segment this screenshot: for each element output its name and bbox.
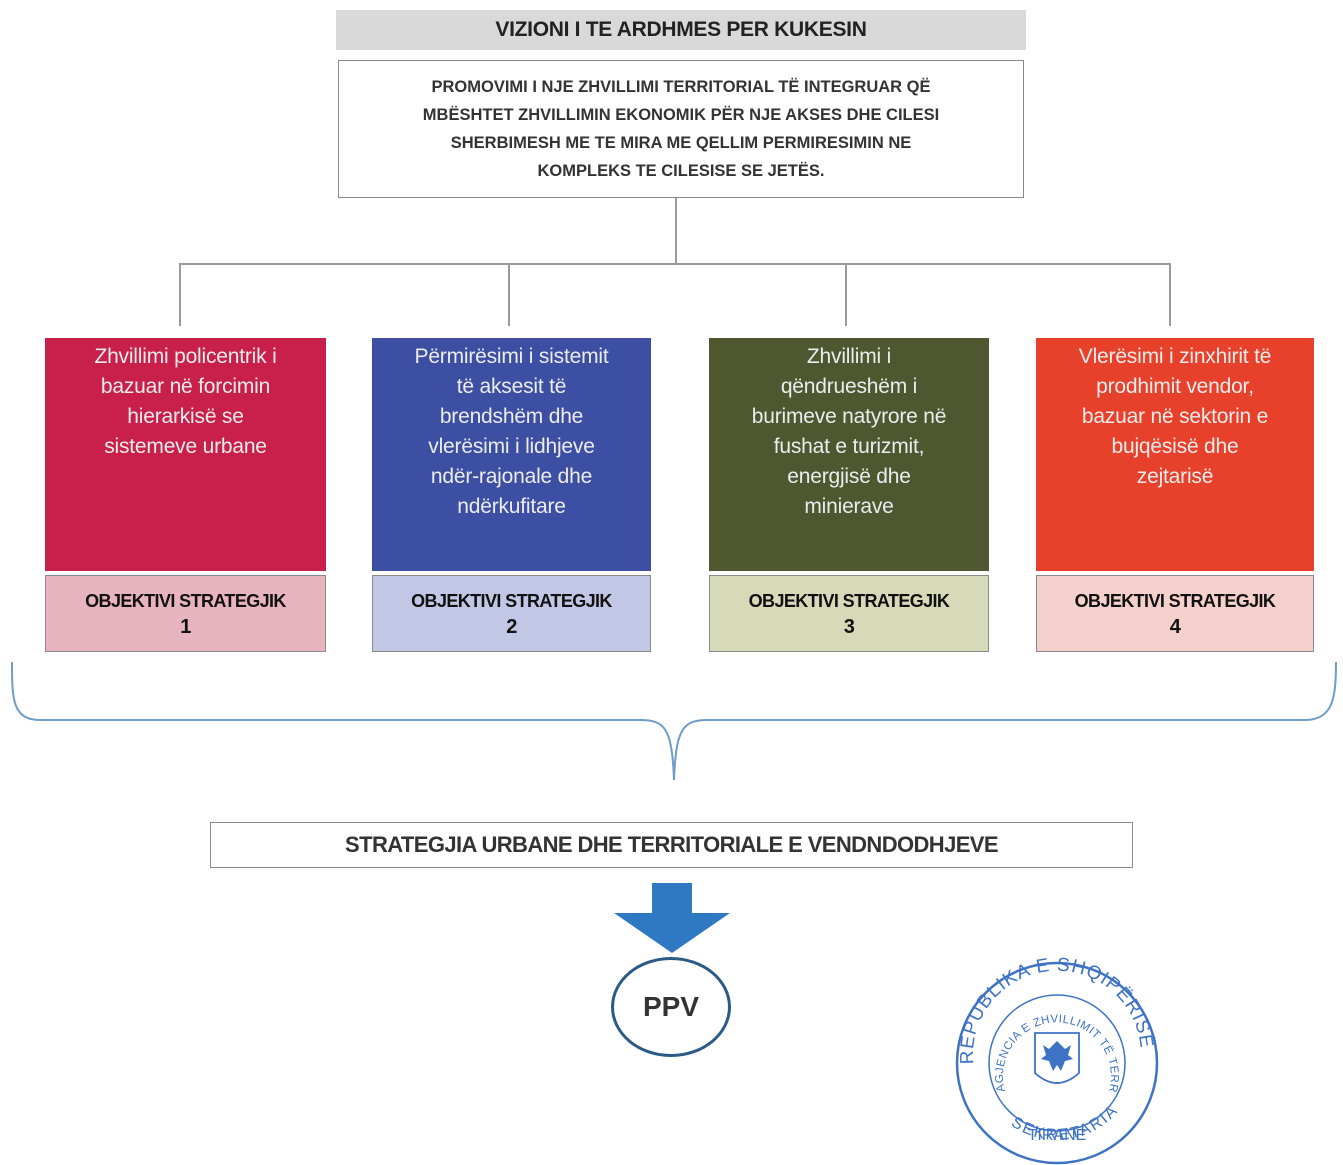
svg-text:TIRANË: TIRANË <box>1028 1126 1087 1144</box>
objective-text-line: Zhvillimi policentrik i <box>94 345 277 368</box>
connector-drop-1 <box>179 263 181 326</box>
objective-text-line: ndërkufitare <box>457 495 566 518</box>
objective-label-4: OBJEKTIVI STRATEGJIK 4 <box>1036 575 1314 652</box>
objective-text-line: bazuar në sektorin e <box>1081 405 1269 428</box>
objective-label-1: OBJEKTIVI STRATEGJIK 1 <box>45 575 326 652</box>
objective-text-line: Përmirësimi i sistemit <box>414 345 609 368</box>
objective-label-text: OBJEKTIVI STRATEGJIK <box>85 590 286 611</box>
objective-number: 2 <box>506 615 517 638</box>
objective-text-line: vlerësimi i lidhjeve <box>428 435 595 458</box>
objective-box-3: Zhvillimi i qëndrueshëm i burimeve natyr… <box>709 338 989 571</box>
connector-drop-3 <box>845 263 847 326</box>
ppv-circle: PPV <box>611 957 731 1057</box>
objective-box-4: Vlerësimi i zinxhirit të prodhimit vendo… <box>1036 338 1314 571</box>
connector-drop-2 <box>508 263 510 326</box>
vision-statement-box: PROMOVIMI I NJE ZHVILLIMI TERRITORIAL TË… <box>338 60 1024 198</box>
objective-label-3: OBJEKTIVI STRATEGJIK 3 <box>709 575 989 652</box>
vision-line: SHERBIMESH ME TE MIRA ME QELLIM PERMIRES… <box>450 134 912 152</box>
objective-label-text: OBJEKTIVI STRATEGJIK <box>748 590 950 611</box>
objective-number: 4 <box>1169 615 1181 638</box>
objective-box-2: Përmirësimi i sistemit të aksesit të bre… <box>372 338 651 571</box>
objective-text-line: hierarkisë se <box>127 405 244 428</box>
objective-label-2: OBJEKTIVI STRATEGJIK 2 <box>372 575 651 652</box>
strategy-box: STRATEGJIA URBANE DHE TERRITORIALE E VEN… <box>210 822 1133 868</box>
connector-drop-4 <box>1169 263 1171 326</box>
objective-text-line: brendshëm dhe <box>439 405 584 428</box>
official-stamp: REPUBLIKA E SHQIPËRISË AGJENCIA E ZHVILL… <box>945 955 1159 1165</box>
objective-text-line: bujqësisë dhe <box>1111 435 1239 458</box>
curly-brace-icon <box>11 661 1337 781</box>
svg-text:SEKRETARIA: SEKRETARIA <box>1008 1102 1122 1144</box>
objective-text-line: qëndrueshëm i <box>780 375 918 398</box>
objective-text-line: zejtarisë <box>1136 465 1214 488</box>
objective-text-line: ndër-rajonale dhe <box>430 465 593 488</box>
objective-box-1: Zhvillimi policentrik i bazuar në forcim… <box>45 338 326 571</box>
objective-text-line: fushat e turizmit, <box>773 435 925 458</box>
vision-title: VIZIONI I TE ARDHMES PER KUKESIN <box>336 10 1026 50</box>
objective-label-text: OBJEKTIVI STRATEGJIK <box>411 590 612 611</box>
coat-of-arms-icon <box>1034 1032 1080 1084</box>
objective-text-line: sistemeve urbane <box>104 435 267 458</box>
objective-text-line: burimeve natyrore në <box>751 405 947 428</box>
objective-text-line: minierave <box>804 495 894 518</box>
objective-number: 3 <box>843 615 855 638</box>
objective-label-text: OBJEKTIVI STRATEGJIK <box>1074 590 1276 611</box>
connector-horizontal <box>179 263 1170 265</box>
objective-number: 1 <box>180 615 191 638</box>
objective-text-line: bazuar në forcimin <box>100 375 271 398</box>
vision-line: PROMOVIMI I NJE ZHVILLIMI TERRITORIAL TË… <box>431 78 931 96</box>
vision-line: MBËSHTET ZHVILLIMIN EKONOMIK PËR NJE AKS… <box>422 106 940 124</box>
objective-text-line: prodhimit vendor, <box>1096 375 1254 398</box>
vision-line: KOMPLEKS TE CILESISE SE JETËS. <box>537 162 825 180</box>
objective-text-line: të aksesit të <box>456 375 567 398</box>
connector-vertical-main <box>675 198 677 264</box>
objective-text-line: energjisë dhe <box>787 465 911 488</box>
objective-text-line: Zhvillimi i <box>806 345 892 368</box>
objective-text-line: Vlerësimi i zinxhirit të <box>1078 345 1272 368</box>
down-arrow-icon <box>614 883 730 953</box>
